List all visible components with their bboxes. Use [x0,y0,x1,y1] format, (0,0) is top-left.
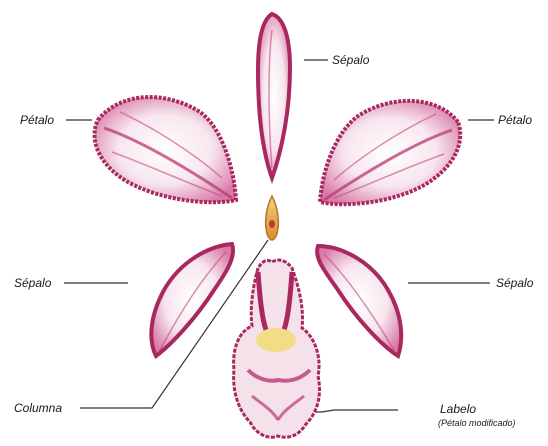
label-petalo-right: Pétalo [498,113,532,127]
right-lateral-sepal [317,246,401,356]
label-labelo: Labelo [440,402,476,416]
leader-labelo [316,410,398,412]
label-labelo-note: (Pétalo modificado) [438,418,516,429]
top-sepal [258,14,290,178]
label-sepalo-top: Sépalo [332,53,369,67]
left-lateral-sepal [151,244,233,356]
right-petal [320,101,460,204]
label-sepalo-right: Sépalo [496,276,533,290]
column [266,196,279,240]
label-petalo-left: Pétalo [20,113,54,127]
label-columna: Columna [14,401,62,415]
label-sepalo-left: Sépalo [14,276,51,290]
left-petal [95,97,236,202]
labellum [234,260,320,437]
